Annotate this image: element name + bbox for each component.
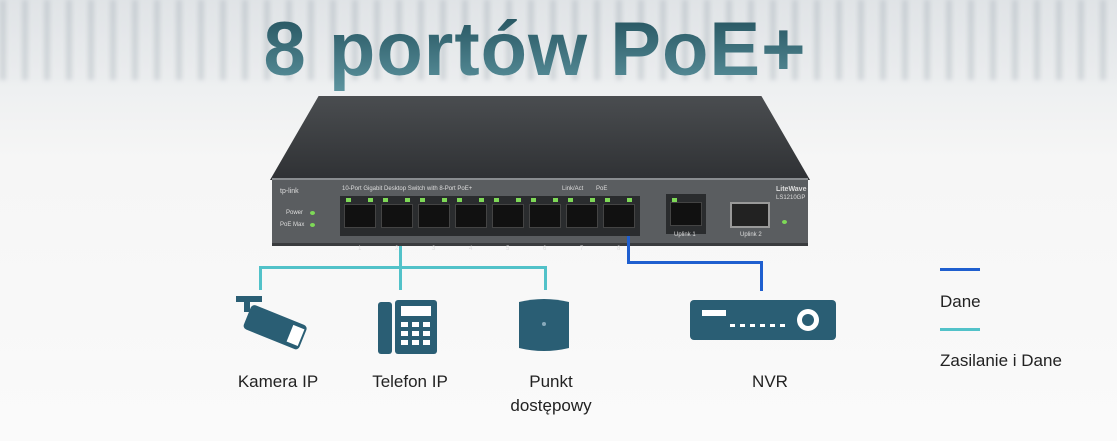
brand-logo: tp-link: [280, 188, 299, 195]
legend-poe-label: Zasilanie i Dane: [940, 351, 1062, 370]
poe-ports: 1 2 3 4 5 6 7 8: [340, 196, 640, 252]
nvr-icon: [690, 300, 836, 340]
port-led: [590, 198, 595, 202]
poe-label: PoE: [596, 186, 608, 192]
poe-bus-line: [259, 266, 547, 269]
ip-camera-icon: [236, 296, 307, 350]
camera-line: [259, 266, 262, 290]
nvr-line-drop: [760, 261, 763, 291]
poe-port: [566, 204, 598, 228]
uplink2-label: Uplink 2: [740, 232, 762, 238]
port-led: [553, 198, 558, 202]
port-number: 3: [432, 246, 436, 252]
port-led: [457, 198, 462, 202]
poe-port: [492, 204, 524, 228]
port-led: [383, 198, 388, 202]
port-led: [605, 198, 610, 202]
port-led: [368, 198, 373, 202]
poe-max-led: [310, 223, 315, 227]
port-led: [531, 198, 536, 202]
camera-label: Kamera IP: [237, 372, 319, 391]
port-led: [494, 198, 499, 202]
uplink1-port: [666, 194, 706, 234]
port-number: 8: [617, 246, 621, 252]
legend-data-label: Dane: [940, 292, 981, 311]
port-number: 2: [395, 246, 399, 252]
sfp-port: [730, 202, 770, 228]
uplink2-led: [782, 220, 787, 224]
port-number: 7: [580, 246, 584, 252]
port-led: [516, 198, 521, 202]
phone-label: Telefon IP: [372, 372, 448, 391]
page-title: 8 portów PoE+: [0, 6, 1070, 93]
port-number: 1: [358, 246, 362, 252]
port-led: [568, 198, 573, 202]
port-led: [627, 198, 632, 202]
nvr-line-down: [627, 236, 630, 263]
power-led: [310, 211, 315, 215]
phone-line: [399, 266, 402, 290]
model-name: LS1210GP: [776, 195, 806, 201]
port-led: [405, 198, 410, 202]
poe-port: [344, 204, 376, 228]
poe-port: [381, 204, 413, 228]
legend-poe-line: [940, 328, 980, 331]
nvr-label: NVR: [752, 372, 788, 391]
ap-label-line2: dostępowy: [510, 396, 592, 415]
port-number: 6: [543, 246, 547, 252]
poe-port: [455, 204, 487, 228]
link-act-label: Link/Act: [562, 186, 584, 192]
series-logo: LiteWave: [776, 186, 807, 193]
poe-port: [418, 204, 450, 228]
legend-data-line: [940, 268, 980, 271]
switch-top: [270, 96, 810, 180]
poe-port: [529, 204, 561, 228]
background-city: [0, 0, 1117, 80]
power-led-label: Power: [286, 210, 304, 216]
port-led: [420, 198, 425, 202]
uplink1-label: Uplink 1: [674, 232, 696, 238]
ap-label-line1: Punkt: [529, 372, 573, 391]
port-number: 4: [469, 246, 473, 252]
port-number: 5: [506, 246, 510, 252]
switch-front-panel: tp-link 10-Port Gigabit Desktop Switch w…: [272, 178, 808, 252]
port-led: [479, 198, 484, 202]
port-led: [442, 198, 447, 202]
ap-line: [544, 266, 547, 290]
poe-trunk-line: [399, 246, 402, 268]
switch-description: 10-Port Gigabit Desktop Switch with 8-Po…: [342, 186, 473, 192]
nvr-line-horizontal: [627, 261, 763, 264]
access-point-icon: [519, 299, 569, 351]
poe-max-led-label: PoE Max: [280, 222, 305, 228]
poe-port: [603, 204, 635, 228]
ip-phone-icon: [378, 300, 437, 354]
port-led: [346, 198, 351, 202]
